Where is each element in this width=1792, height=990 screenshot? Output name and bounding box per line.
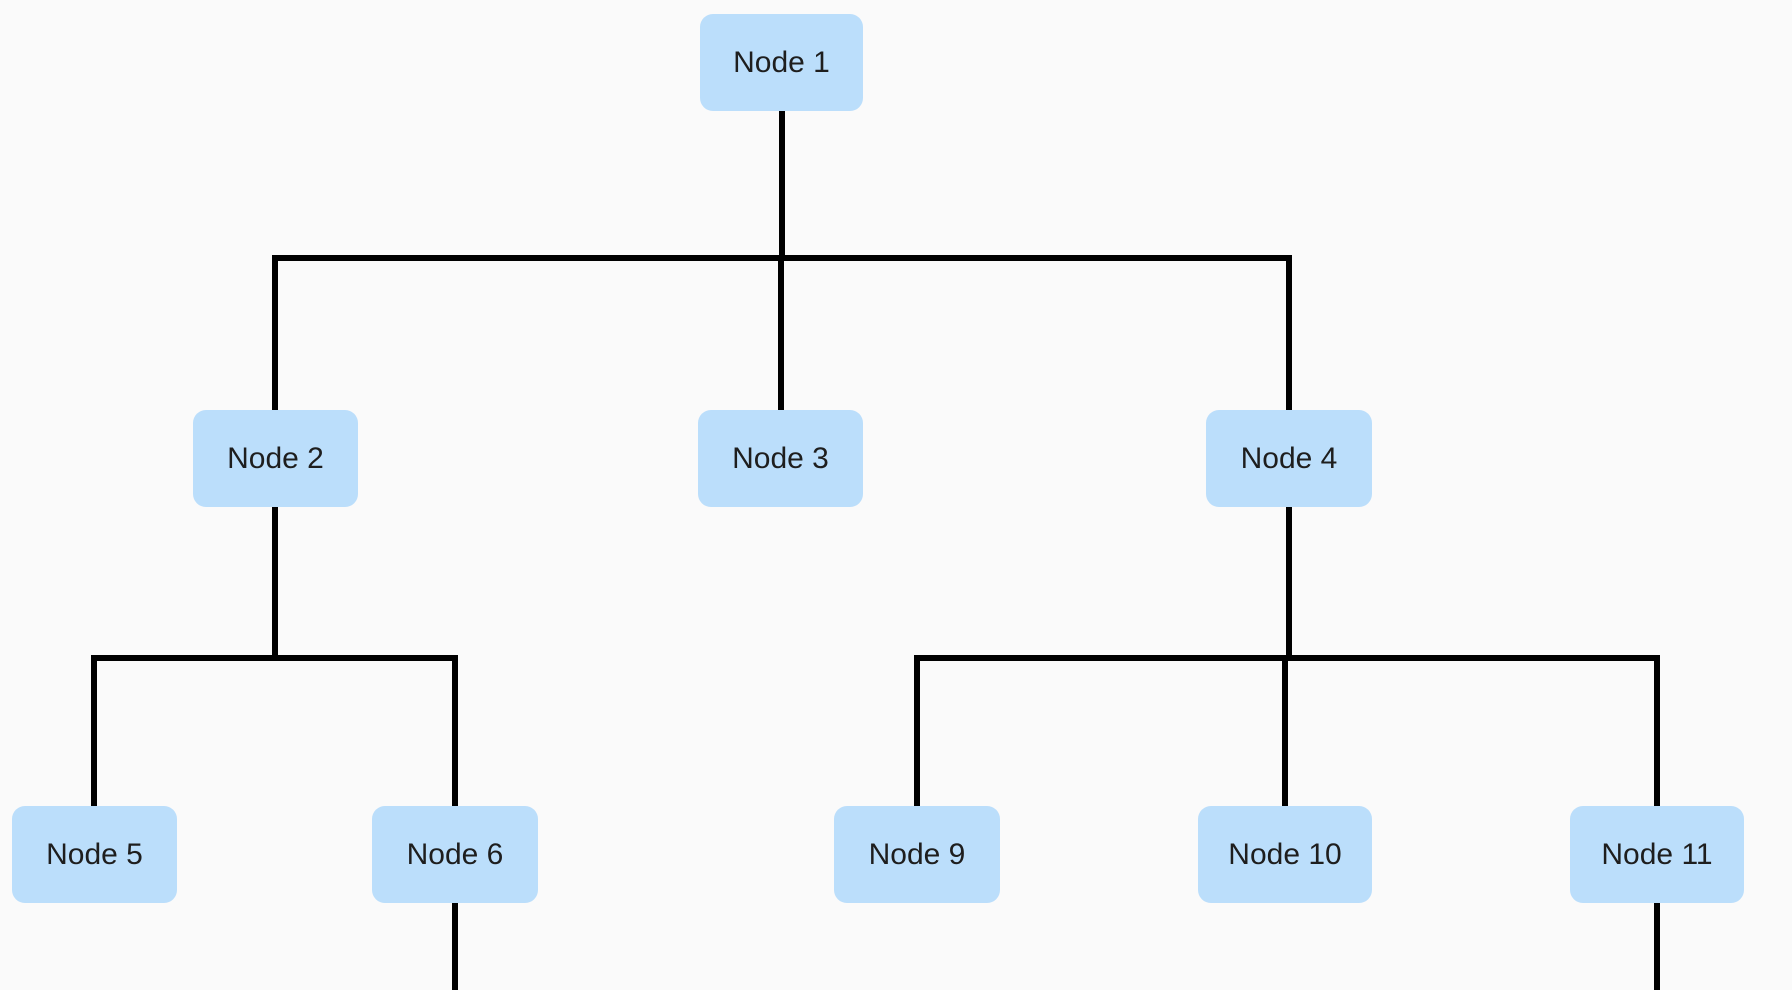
tree-node-9[interactable]: Node 9	[834, 806, 1000, 903]
edge-node-4-node-11	[1286, 507, 1660, 806]
tree-node-5[interactable]: Node 5	[12, 806, 177, 903]
tree-node-4[interactable]: Node 4	[1206, 410, 1372, 507]
tree-node-3[interactable]: Node 3	[698, 410, 863, 507]
edge-node-1-node-4	[779, 111, 1292, 410]
tree-node-11[interactable]: Node 11	[1570, 806, 1744, 903]
tree-node-1[interactable]: Node 1	[700, 14, 863, 111]
tree-node-6[interactable]: Node 6	[372, 806, 538, 903]
edge-node-2-node-6	[272, 507, 458, 806]
edge-node-4-node-9	[914, 507, 1292, 806]
edge-node-2-node-5	[91, 507, 278, 806]
tree-node-2[interactable]: Node 2	[193, 410, 358, 507]
tree-node-10[interactable]: Node 10	[1198, 806, 1372, 903]
edge-node-1-node-2	[272, 111, 785, 410]
